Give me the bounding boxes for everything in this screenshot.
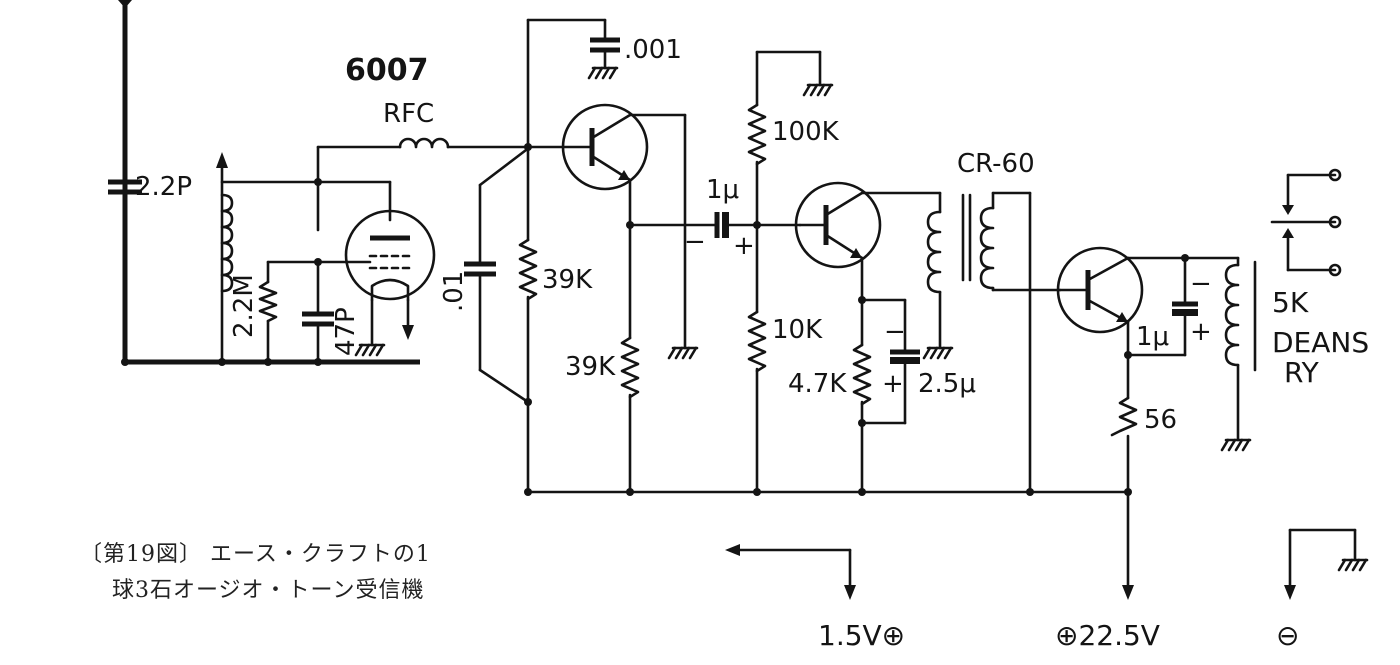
grid-resistor-label: 2.2M — [229, 274, 259, 338]
bias-resistor-1: 39K — [518, 145, 593, 494]
interstage-minus: − — [684, 227, 706, 257]
ground-symbol-tube — [354, 343, 386, 357]
base-res-top-label: 100K — [772, 117, 840, 147]
emitter-cap-2-minus: − — [884, 317, 906, 347]
emitter-cap-2-label: 2.5μ — [918, 369, 976, 399]
transformer-label: CR-60 — [957, 149, 1035, 179]
transistor-1 — [526, 103, 687, 350]
bypass-capacitor: .001 — [526, 18, 682, 149]
emitter-resistor-3: 56 — [1110, 353, 1177, 494]
output-cap-plus: + — [1190, 317, 1212, 347]
grid-capacitor: 47P — [302, 260, 361, 364]
grid-cap-label: 47P — [331, 307, 361, 356]
antenna-capacitor: 2.2P — [108, 172, 192, 202]
output-device-line2: RY — [1284, 356, 1320, 389]
ground-label: ⊖ — [1276, 619, 1299, 652]
common-bus — [526, 490, 1134, 600]
emitter-network-2: − + 4.7K 2.5μ — [788, 298, 976, 494]
supply-low-label: 1.5V⊕ — [818, 619, 905, 652]
ground-symbol-t1 — [667, 346, 699, 360]
collector-res-1-label: 39K — [565, 352, 616, 382]
supply-high-label: ⊕22.5V — [1055, 619, 1160, 652]
output-device-line1: DEANS — [1272, 326, 1369, 359]
transformer-cr60: CR-60 — [922, 149, 1062, 494]
output-load-label: 5K — [1272, 286, 1309, 319]
supply-22-5v: ⊕22.5V — [1055, 619, 1160, 652]
interstage-plus: + — [733, 231, 755, 261]
transistor-2 — [794, 181, 942, 302]
tuning-coil — [216, 152, 392, 364]
output-load: 5K DEANS RY — [1220, 256, 1369, 452]
base-divider: 100K 10K — [747, 50, 840, 494]
coupling-capacitor: .01 — [439, 145, 532, 404]
junction-dots — [121, 143, 1189, 496]
vacuum-tube-6007: 6007 — [316, 53, 436, 347]
tube-type-label: 6007 — [345, 53, 429, 88]
grid-resistor: 2.2M — [229, 260, 320, 364]
base-res-bottom-label: 10K — [772, 315, 823, 345]
emitter-cap-2-plus: + — [882, 369, 904, 399]
transistor-3 — [1056, 246, 1240, 357]
interstage-cap-label: 1μ — [706, 175, 739, 205]
supply-1-5v: 1.5V⊕ — [725, 544, 905, 652]
coupling-cap-label: .01 — [439, 271, 469, 312]
output-capacitor: − + 1μ — [1136, 256, 1212, 357]
rfc-label: RFC — [383, 99, 434, 129]
output-cap-label: 1μ — [1136, 322, 1169, 352]
emitter-res-3-label: 56 — [1144, 405, 1177, 435]
bypass-cap-label: .001 — [624, 35, 682, 65]
caption-line-1: 〔第19図〕 エース・クラフトの1 — [80, 542, 431, 567]
output-cap-minus: − — [1190, 269, 1212, 299]
output-jack — [1270, 168, 1342, 277]
bias-res-1-label: 39K — [542, 265, 593, 295]
rf-choke: RFC — [316, 99, 532, 232]
collector-resistor-1: 39K — [565, 223, 640, 494]
ground-return: ⊖ — [1276, 528, 1369, 652]
emitter-res-2-label: 4.7K — [788, 369, 847, 399]
interstage-capacitor: 1μ − + — [628, 175, 802, 261]
antenna-cap-label: 2.2P — [135, 172, 192, 202]
caption-line-2: 球3石オージオ・トーン受信機 — [112, 578, 425, 603]
